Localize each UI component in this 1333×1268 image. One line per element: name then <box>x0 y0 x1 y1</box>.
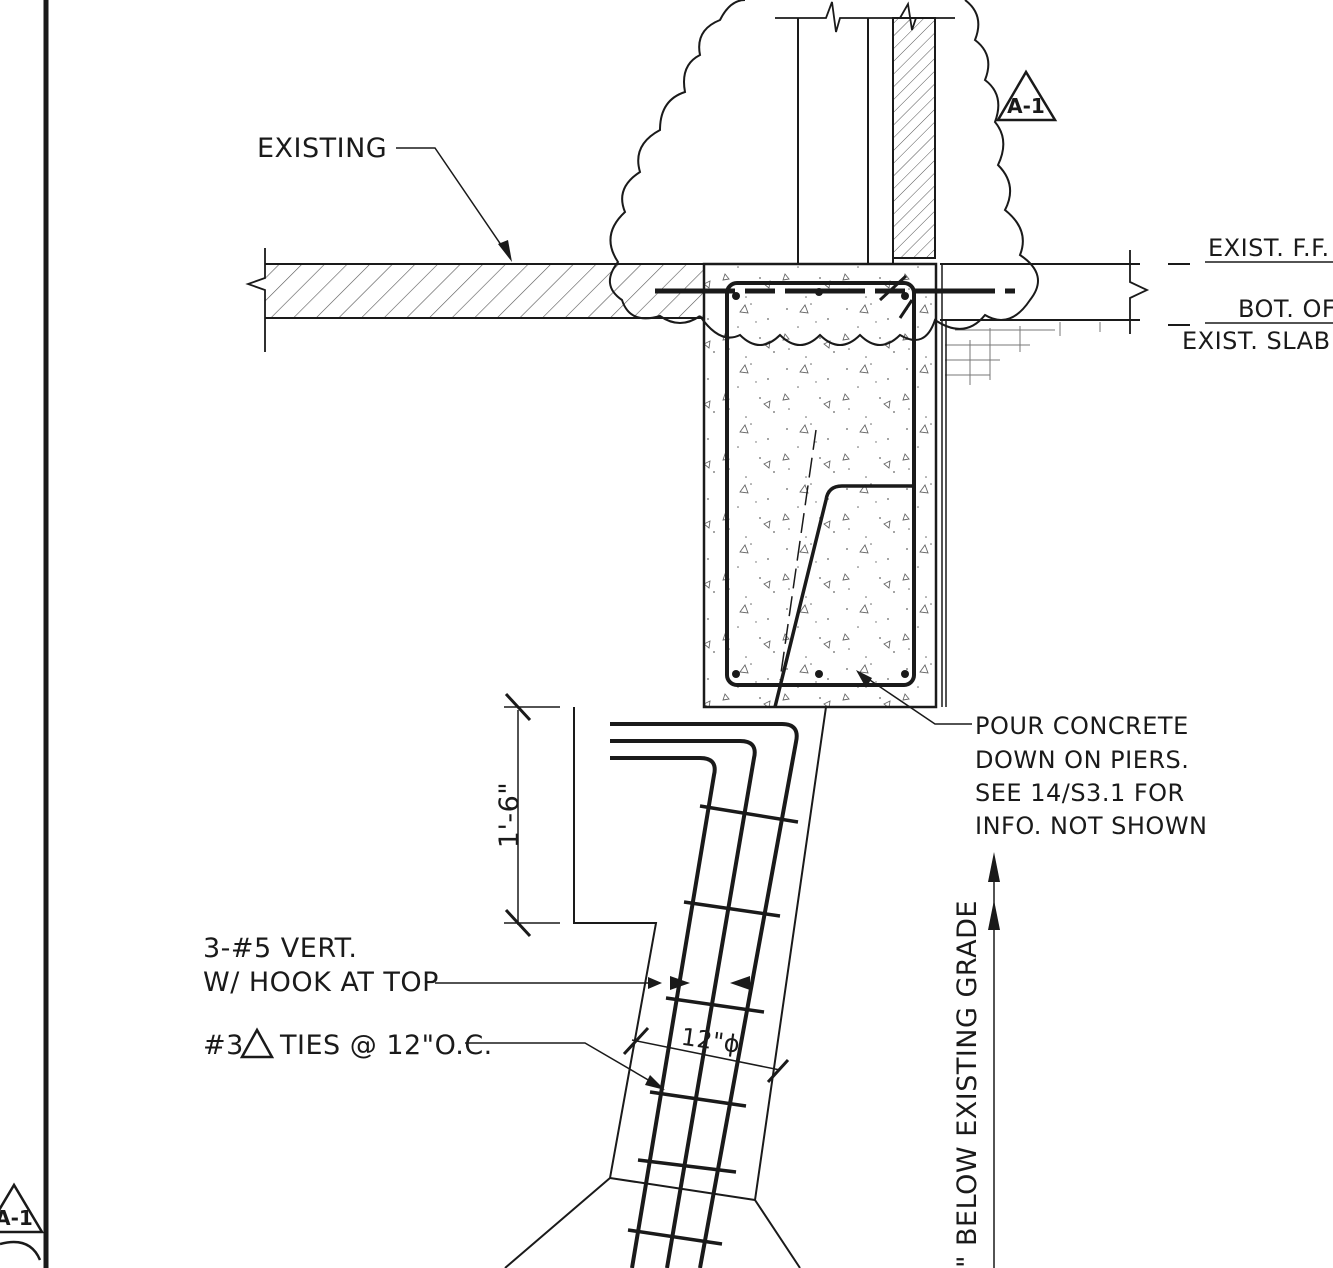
label-bot-of: BOT. OF <box>1238 295 1333 323</box>
dimension-1-6: 1'-6" <box>494 692 560 938</box>
existing-wall <box>775 1 955 264</box>
triangle-symbol <box>239 1027 275 1059</box>
ties-note: #3 TIES @ 12"O.C. <box>203 1027 493 1061</box>
vertical-bar-note: 3-#5 VERT. W/ HOOK AT TOP <box>203 933 439 998</box>
existing-slab <box>245 248 705 352</box>
label-exist-ff: EXIST. F.F. <box>1208 234 1330 262</box>
below-grade-label: " BELOW EXISTING GRADE <box>952 900 983 1268</box>
revision-cloud <box>609 0 1039 346</box>
svg-text:POUR CONCRETE: POUR CONCRETE <box>975 712 1189 740</box>
leaders <box>396 147 995 1268</box>
label-exist-slab: EXIST. SLAB <box>1182 327 1331 355</box>
svg-text:W/ HOOK AT TOP: W/ HOOK AT TOP <box>203 967 439 998</box>
revision-tag-bottom: A-1 <box>0 1182 45 1261</box>
pier <box>504 706 827 1268</box>
revision-tag-top: A-1 <box>995 69 1058 122</box>
svg-text:A-1: A-1 <box>1007 94 1045 118</box>
svg-text:#3: #3 <box>203 1030 244 1061</box>
svg-text:INFO. NOT SHOWN: INFO. NOT SHOWN <box>975 812 1208 840</box>
dimension-label-1-6: 1'-6" <box>494 782 525 848</box>
svg-text:TIES @ 12"O.C.: TIES @ 12"O.C. <box>279 1030 493 1061</box>
diameter-dimension: 12"ϕ <box>622 1023 790 1084</box>
svg-text:A-1: A-1 <box>0 1206 33 1230</box>
svg-text:SEE 14/S3.1 FOR: SEE 14/S3.1 FOR <box>975 779 1185 807</box>
diameter-label: 12"ϕ <box>679 1023 742 1059</box>
pour-concrete-note: POUR CONCRETE DOWN ON PIERS. SEE 14/S3.1… <box>975 712 1208 840</box>
svg-text:DOWN ON PIERS.: DOWN ON PIERS. <box>975 746 1189 774</box>
svg-text:3-#5 VERT.: 3-#5 VERT. <box>203 933 358 964</box>
right-slab <box>940 250 1190 385</box>
label-existing: EXISTING <box>257 133 387 164</box>
arrowheads <box>498 240 1000 1090</box>
